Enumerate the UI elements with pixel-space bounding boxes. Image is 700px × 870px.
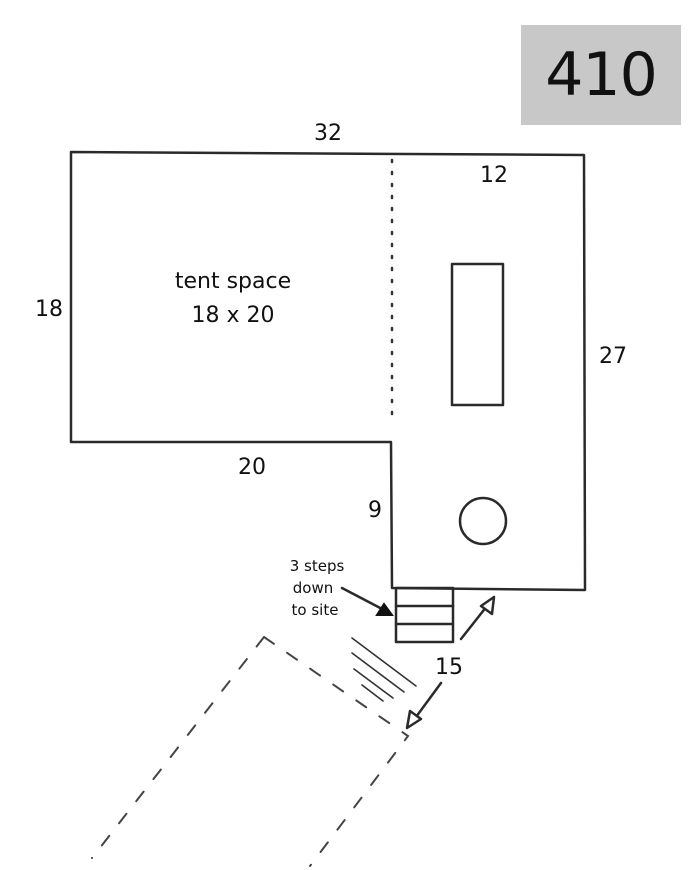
steps-note-line1: 3 steps [290, 557, 345, 575]
picnic-table [450, 262, 505, 407]
site-number: 410 [545, 40, 658, 110]
distance-arrow [405, 595, 496, 730]
dimension-right: 27 [599, 344, 627, 369]
steps-note-line2: down [293, 579, 333, 597]
tent-space-size: 18 x 20 [192, 303, 275, 328]
tent-space-title: tent space [175, 269, 291, 294]
fire-ring [458, 496, 508, 546]
dimension-top-right: 12 [480, 163, 508, 188]
site-outline [69, 150, 587, 592]
steps [394, 586, 455, 644]
dimension-path: 15 [435, 655, 463, 680]
dimension-left: 18 [35, 297, 63, 322]
dimension-bottom-left: 20 [238, 455, 266, 480]
steps-note-line3: to site [292, 601, 339, 619]
site-number-badge: 410 [521, 25, 681, 125]
steps-pointer-arrow [340, 586, 394, 616]
road-dashed-outline [91, 636, 410, 867]
dimension-top: 32 [314, 121, 342, 146]
dimension-step-side: 9 [368, 498, 382, 523]
road-hatching [351, 637, 417, 702]
